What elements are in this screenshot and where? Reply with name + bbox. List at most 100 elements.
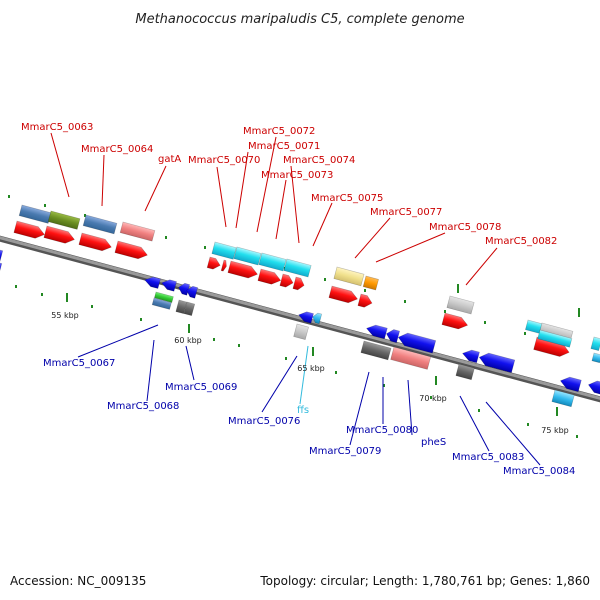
- feature-shape: [220, 259, 227, 272]
- cyan-gene-feature: [233, 246, 262, 266]
- ffs-callout-line: [299, 345, 309, 405]
- gene-label-mmarc5-0082[interactable]: MmarC5_0082: [485, 236, 557, 247]
- scale-labels: 55 kbp 60 kbp 65 kbp 70 kbp 75 kbp: [51, 311, 569, 435]
- forward-callout-line: [235, 151, 249, 229]
- red-gene-feature: [206, 256, 221, 270]
- feature-shape: [114, 240, 148, 260]
- gene-label-mmarc5-0063[interactable]: MmarC5_0063: [21, 122, 93, 133]
- feature-shape: [397, 332, 437, 354]
- feature-shape: [357, 293, 373, 308]
- blue-gene-feature: [186, 285, 199, 299]
- gene-label-mmarc5-0074[interactable]: MmarC5_0074: [283, 155, 355, 166]
- red-gene-feature: [114, 240, 148, 260]
- gene-label-mmarc5-0068[interactable]: MmarC5_0068: [107, 401, 179, 412]
- pink-gene-feature: [119, 221, 156, 242]
- blue-gene-feature: [0, 249, 4, 262]
- cyan-gene-feature: [258, 252, 287, 272]
- reverse-callout-line: [185, 345, 195, 381]
- feature-shape: [0, 249, 4, 262]
- feature-shape: [587, 380, 600, 395]
- feature-shape: [0, 261, 3, 276]
- minor-tick: [484, 321, 486, 324]
- feature-shape: [186, 285, 199, 299]
- reverse-callout-line: [459, 395, 490, 452]
- dark-gene-feature: [455, 363, 475, 381]
- feature-shape: [590, 336, 600, 352]
- blue-gene-feature: [0, 261, 3, 276]
- feature-shape: [455, 363, 475, 381]
- feature-shape: [292, 276, 305, 291]
- gene-label-mmarc5-0075[interactable]: MmarC5_0075: [311, 193, 383, 204]
- gene-label-mmarc5-0064[interactable]: MmarC5_0064: [81, 144, 153, 155]
- blue-gene-feature: [161, 279, 177, 292]
- feature-shape: [47, 210, 81, 230]
- red-gene-feature: [43, 225, 75, 244]
- minor-tick: [140, 318, 142, 321]
- feature-shape: [258, 252, 287, 272]
- dark-gene-feature: [175, 299, 188, 315]
- feature-shape: [119, 221, 156, 242]
- gene-label-mmarc5-0078[interactable]: MmarC5_0078: [429, 222, 501, 233]
- major-tick: [457, 284, 459, 293]
- feature-shape: [551, 389, 575, 408]
- red-gene-feature: [13, 220, 45, 239]
- minor-tick: [213, 338, 215, 341]
- feature-shape: [293, 323, 309, 341]
- gene-label-mmarc5-0079[interactable]: MmarC5_0079: [309, 446, 381, 457]
- blue-gene-feature: [366, 324, 388, 340]
- cyan-gene-feature: [211, 241, 237, 260]
- blue-gene-feature: [478, 352, 516, 373]
- forward-callout-line: [275, 179, 287, 240]
- khaki-gene-feature: [333, 266, 365, 287]
- feature-shape: [183, 301, 196, 317]
- major-tick: [188, 324, 190, 333]
- gene-label-mmarc5-0072[interactable]: MmarC5_0072: [243, 126, 315, 137]
- gene-label-mmarc5-0080[interactable]: MmarC5_0080: [346, 425, 418, 436]
- major-tick: [312, 347, 314, 356]
- feature-shape: [390, 346, 432, 370]
- sky-gene-feature: [312, 312, 323, 325]
- red-gene-feature: [328, 285, 358, 304]
- gene-label-ffs[interactable]: ffs: [297, 405, 309, 416]
- genome-summary-text: Topology: circular; Length: 1,780,761 bp…: [260, 574, 590, 588]
- minor-tick: [165, 236, 167, 239]
- red-gene-feature: [227, 260, 258, 279]
- scale-label-70kbp: 70 kbp: [419, 394, 447, 403]
- feature-shape: [154, 291, 174, 303]
- minor-tick: [91, 305, 93, 308]
- gene-label-mmarc5-0076[interactable]: MmarC5_0076: [228, 416, 300, 427]
- red-gene-feature: [357, 293, 373, 308]
- blue-gene-feature: [178, 282, 191, 296]
- reverse-callout-line: [349, 371, 370, 446]
- minor-tick: [335, 371, 337, 374]
- feature-shape: [227, 260, 258, 279]
- gene-label-mmarc5-0070[interactable]: MmarC5_0070: [188, 155, 260, 166]
- feature-shape: [175, 299, 188, 315]
- gene-label-mmarc5-0077[interactable]: MmarC5_0077: [370, 207, 442, 218]
- feature-shape: [328, 285, 358, 304]
- gene-label-mmarc5-0067[interactable]: MmarC5_0067: [43, 358, 115, 369]
- gene-label-mmarc5-0073[interactable]: MmarC5_0073: [261, 170, 333, 181]
- reverse-gene-labels: MmarC5_0067 MmarC5_0068 MmarC5_0069 Mmar…: [43, 358, 575, 477]
- gene-label-mmarc5-0083[interactable]: MmarC5_0083: [452, 452, 524, 463]
- minor-tick: [527, 423, 529, 426]
- steel-gene-feature: [18, 204, 52, 224]
- feature-shape: [446, 295, 475, 315]
- gene-label-mmarc5-0071[interactable]: MmarC5_0071: [248, 141, 320, 152]
- gene-label-phes[interactable]: pheS: [421, 437, 446, 448]
- gene-label-gata[interactable]: gatA: [158, 154, 181, 165]
- forward-callout-line: [375, 232, 446, 263]
- gene-label-mmarc5-0069[interactable]: MmarC5_0069: [165, 382, 237, 393]
- scale-label-75kbp: 75 kbp: [541, 426, 569, 435]
- gene-label-mmarc5-0084[interactable]: MmarC5_0084: [503, 466, 575, 477]
- feature-shape: [312, 312, 323, 325]
- red-gene-feature: [220, 259, 227, 272]
- gray-gene-feature: [446, 295, 475, 315]
- steel-gene-feature: [82, 214, 118, 235]
- reverse-callout-line: [485, 401, 541, 466]
- backbone-line: [0, 236, 600, 400]
- minor-tick: [238, 344, 240, 347]
- feature-shape: [279, 273, 294, 288]
- minor-tick: [285, 357, 287, 360]
- feature-shape: [13, 220, 45, 239]
